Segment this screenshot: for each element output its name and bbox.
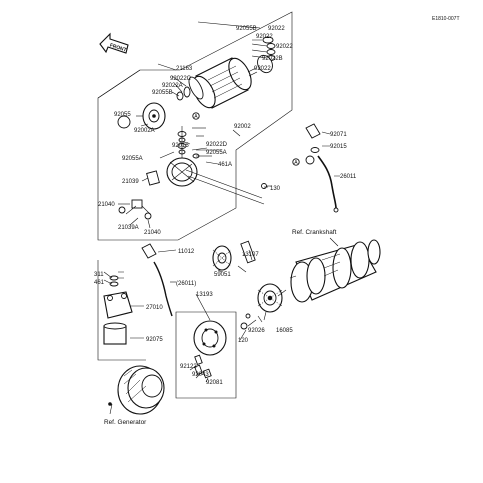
callout-92026: 92026: [248, 328, 265, 334]
starter-relay: [97, 260, 146, 361]
callout-92075: 92075: [146, 337, 163, 343]
callout-26011-paren: (26011): [176, 281, 196, 287]
starter-lead-cable: [305, 123, 340, 213]
callout-92055B-top: 92055B: [236, 26, 257, 32]
ref-generator-label: Ref. Generator: [104, 419, 147, 426]
motor-o-ring: [176, 76, 204, 101]
callout-21039: 21039: [122, 179, 139, 185]
brush-holder-assembly: [118, 157, 198, 220]
ref-crankshaft-label: Ref. Crankshaft: [292, 229, 337, 236]
generator-rotor: [108, 365, 165, 415]
callout-92022-t4: 92022: [254, 66, 271, 72]
callout-92055: 92055: [114, 112, 131, 118]
callout-16085: 16085: [276, 328, 293, 334]
callout-461A: 461A: [218, 162, 232, 168]
diagram-code: E1810-007T: [432, 16, 460, 22]
callout-92022-t1: 92022: [268, 26, 285, 32]
callout-92022-t2: 92022: [256, 34, 273, 40]
callout-130: 130: [270, 186, 281, 192]
starter-motor-group-frame: [97, 11, 293, 241]
terminal-bolt-parts: [177, 126, 222, 159]
callout-92055A-left: 92055A: [122, 156, 143, 162]
callout-461: 461: [94, 280, 105, 286]
leader-lines-starter: [118, 21, 268, 229]
callout-92081: 92081: [206, 380, 223, 386]
callout-21039A: 21039A: [118, 225, 139, 231]
rollers-springs: [189, 354, 212, 383]
callout-92055A-mid: 92055A: [206, 150, 227, 156]
callout-311: 311: [94, 272, 104, 278]
leader-lines-lower: [103, 265, 287, 341]
callout-21040-left: 21040: [98, 202, 115, 208]
o-rings-stack: [251, 36, 276, 74]
callout-labels: 21163 92055B 92022 92022 92022 92022B 92…: [94, 26, 357, 426]
callout-92055B-mid: 92055B: [152, 90, 173, 96]
crankshaft: [289, 237, 381, 303]
starter-relay-cable: [141, 243, 177, 317]
front-arrow-icon: FRONT: [99, 32, 129, 54]
callout-92122: 92122: [180, 364, 197, 370]
front-label: FRONT: [109, 42, 127, 53]
callout-92002: 92002: [234, 124, 251, 130]
marker-A-right: A: [294, 160, 298, 166]
callout-120: 120: [238, 338, 249, 344]
callout-92002A: 92002A: [134, 128, 155, 134]
marker-A-box: A: [194, 114, 198, 120]
starter-clutch-frame: [175, 311, 237, 399]
callout-26011: 26011: [340, 174, 357, 180]
callout-21040-bot: 21040: [144, 230, 161, 236]
callout-27010: 27010: [146, 305, 163, 311]
callout-92022D: 92022D: [206, 142, 228, 148]
callout-13193: 13193: [196, 292, 213, 298]
starter-clutch-gear: [257, 283, 283, 323]
callout-92022-t3: 92022: [276, 44, 293, 50]
callout-13107: 13107: [242, 252, 259, 258]
callout-92043: 92043: [192, 372, 209, 378]
callout-21163: 21163: [176, 66, 193, 72]
callout-92015-right: 92015: [330, 144, 347, 150]
callout-92022C: 92022C: [170, 76, 192, 82]
callout-92022A: 92022A: [162, 83, 183, 89]
idle-gear: [212, 240, 256, 273]
one-way-clutch: [193, 313, 251, 356]
callout-11012: 11012: [178, 249, 195, 255]
callout-92015-left: 92015: [172, 143, 189, 149]
long-through-bolts: [185, 127, 272, 205]
callout-59051: 59051: [214, 272, 231, 278]
callout-92071: 92071: [330, 132, 347, 138]
callout-92022B: 92022B: [262, 56, 283, 62]
